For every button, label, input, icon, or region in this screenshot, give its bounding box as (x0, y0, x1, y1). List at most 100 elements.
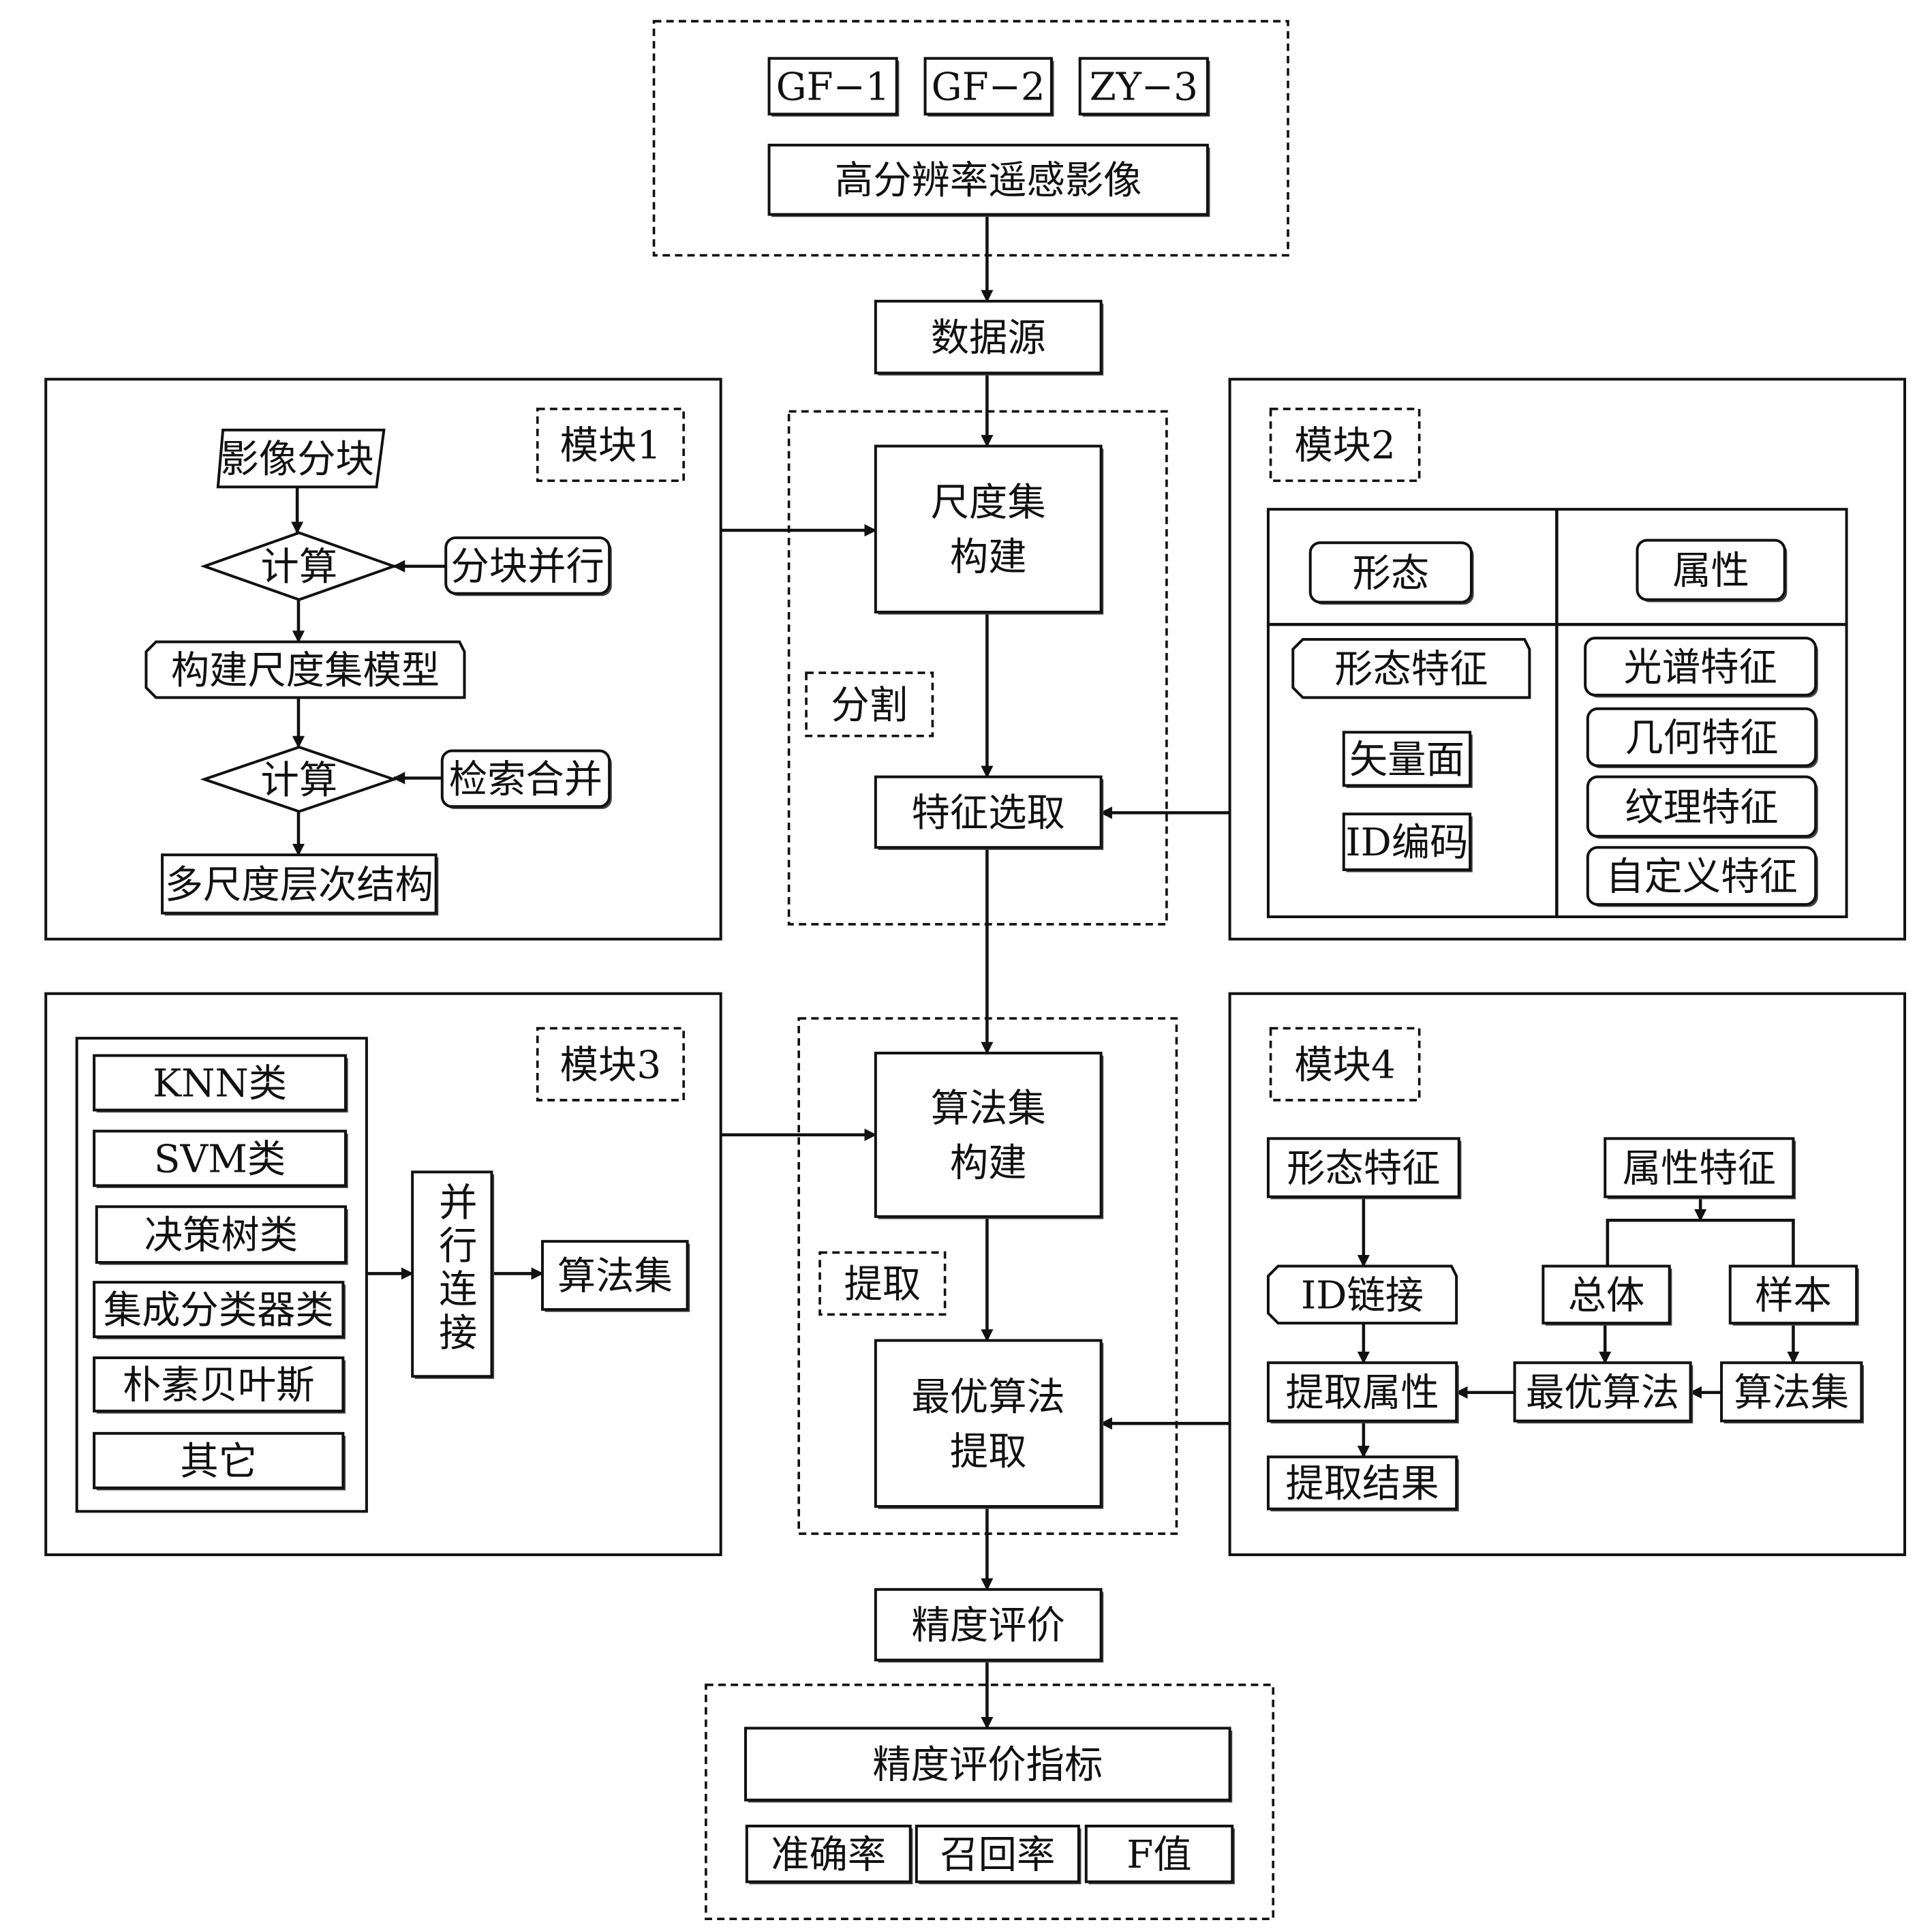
satellite-gf1: GF−1 (767, 57, 900, 117)
satellite-gf2-label: GF−2 (932, 65, 1045, 110)
module2-panel (1228, 378, 1907, 941)
classifier-ensemble-label: 集成分类器类 (104, 1288, 334, 1333)
module1-panel (44, 378, 722, 941)
tile-parallel-node: 分块并行 (444, 536, 612, 596)
algo-set-build-box-label: 构建 (950, 1141, 1027, 1185)
compute-diamond-1: 计算 (200, 531, 398, 601)
metric-precision: 准确率 (745, 1824, 913, 1885)
build-model-node-label: 构建尺度集模型 (171, 648, 440, 693)
morph-feature-node: 形态特征 (1291, 637, 1531, 699)
m4-extract-attr-label: 提取属性 (1285, 1371, 1439, 1415)
tiling-node: 影像分块 (216, 428, 386, 489)
custom-feature: 自定义特征 (1586, 846, 1818, 907)
source-group (652, 20, 1289, 257)
compute-diamond-2: 计算 (200, 745, 399, 813)
vector-polygon-node-label: 矢量面 (1349, 738, 1465, 782)
metric-f-value-label: F值 (1126, 1833, 1191, 1877)
algo-set-build-box-label: 算法集 (931, 1087, 1046, 1131)
module2-title-label: 模块2 (1294, 424, 1395, 468)
hierarchy-node: 多尺度层次结构 (161, 853, 439, 916)
tile-parallel-node-label: 分块并行 (451, 545, 604, 589)
search-merge-node: 检索合并 (440, 749, 612, 809)
module2-title: 模块2 (1269, 408, 1421, 483)
branch-connector (1606, 1219, 1795, 1266)
satellite-gf2: GF−2 (923, 57, 1054, 117)
m4-attr-feature: 属性特征 (1604, 1137, 1796, 1200)
classifier-other: 其它 (93, 1431, 346, 1491)
m4-extract-attr: 提取属性 (1266, 1361, 1459, 1424)
optimal-extract-box-label: 最优算法 (912, 1375, 1065, 1419)
scale-set-build-box-label: 构建 (950, 535, 1027, 579)
m4-algo-set: 算法集 (1720, 1361, 1865, 1424)
module3-panel (44, 992, 722, 1556)
spectral-feature: 光谱特征 (1584, 637, 1818, 698)
morph-header: 形态 (1308, 541, 1474, 605)
attr-header: 属性 (1636, 538, 1788, 603)
classifier-svm-label: SVM类 (154, 1137, 286, 1181)
morph-header-label: 形态 (1353, 551, 1430, 596)
data-source-box-label: 数据源 (931, 316, 1046, 361)
algo-set-node-label: 算法集 (557, 1254, 673, 1298)
m4-attr-feature-label: 属性特征 (1623, 1146, 1776, 1191)
feature-select-box-label: 特征选取 (912, 791, 1065, 835)
classifier-naive-bayes: 朴素贝叶斯 (93, 1356, 346, 1414)
feature-select-box: 特征选取 (874, 775, 1104, 850)
metrics-title-box-label: 精度评价指标 (872, 1743, 1103, 1787)
data-source-box: 数据源 (874, 299, 1104, 376)
classifier-decision-tree-label: 决策树类 (144, 1213, 298, 1258)
accuracy-eval-box: 精度评价 (874, 1588, 1104, 1663)
module4-panel (1228, 992, 1907, 1556)
build-model-node: 构建尺度集模型 (144, 640, 466, 699)
m4-population-label: 总体 (1568, 1273, 1645, 1318)
segmentation-label: 分割 (805, 671, 934, 738)
spectral-feature-label: 光谱特征 (1624, 645, 1777, 690)
classifier-other-label: 其它 (180, 1440, 257, 1484)
attr-header-label: 属性 (1672, 549, 1749, 593)
m4-morph-feature-label: 形态特征 (1287, 1146, 1440, 1191)
classifier-knn: KNN类 (93, 1054, 348, 1113)
module1-title: 模块1 (536, 408, 685, 483)
segmentation-label-label: 分割 (831, 683, 908, 727)
satellite-zy3-label: ZY−3 (1090, 65, 1198, 110)
compute-diamond-2-label: 计算 (261, 758, 338, 802)
hierarchy-node-label: 多尺度层次结构 (165, 863, 433, 907)
id-code-node: ID编码 (1342, 812, 1473, 872)
satellite-gf1-label: GF−1 (776, 65, 890, 110)
metric-f-value: F值 (1084, 1824, 1235, 1885)
m4-extract-result-label: 提取结果 (1285, 1462, 1439, 1506)
module1-title-label: 模块1 (560, 424, 662, 468)
metric-precision-label: 准确率 (771, 1833, 886, 1877)
optimal-extract-box-label: 提取 (950, 1429, 1027, 1474)
geometric-feature-label: 几何特征 (1625, 716, 1778, 761)
m4-algo-set-label: 算法集 (1734, 1371, 1849, 1415)
parallel-connect-node-label: 并行连接 (433, 1182, 477, 1355)
segmentation-group (787, 410, 1168, 926)
geometric-feature: 几何特征 (1586, 707, 1818, 768)
morph-feature-node-label: 形态特征 (1334, 648, 1488, 692)
m4-optimal-algo: 最优算法 (1513, 1361, 1693, 1424)
custom-feature-label: 自定义特征 (1606, 855, 1798, 899)
m4-optimal-algo-label: 最优算法 (1526, 1371, 1679, 1415)
id-code-node-label: ID编码 (1345, 821, 1468, 865)
m4-population: 总体 (1542, 1264, 1672, 1326)
compute-diamond-1-label: 计算 (261, 545, 338, 590)
scale-set-build-box-label: 尺度集 (931, 481, 1046, 525)
parallel-connect-node: 并行连接 (411, 1170, 495, 1379)
metrics-title-box: 精度评价指标 (744, 1727, 1233, 1803)
classifier-svm: SVM类 (93, 1129, 348, 1189)
module3-title-label: 模块3 (560, 1043, 662, 1087)
accuracy-eval-box-label: 精度评价 (912, 1604, 1065, 1648)
metrics-group (705, 1683, 1275, 1921)
algo-set-node: 算法集 (540, 1240, 690, 1312)
classifier-knn-label: KNN类 (153, 1062, 287, 1106)
module4-title-label: 模块4 (1294, 1043, 1395, 1087)
module4-title: 模块4 (1269, 1027, 1421, 1102)
classifier-naive-bayes-label: 朴素贝叶斯 (123, 1363, 315, 1408)
vector-polygon-node: 矢量面 (1342, 731, 1473, 789)
imagery-box-label: 高分辨率遥感影像 (835, 159, 1142, 203)
metric-recall-label: 召回率 (940, 1833, 1055, 1877)
